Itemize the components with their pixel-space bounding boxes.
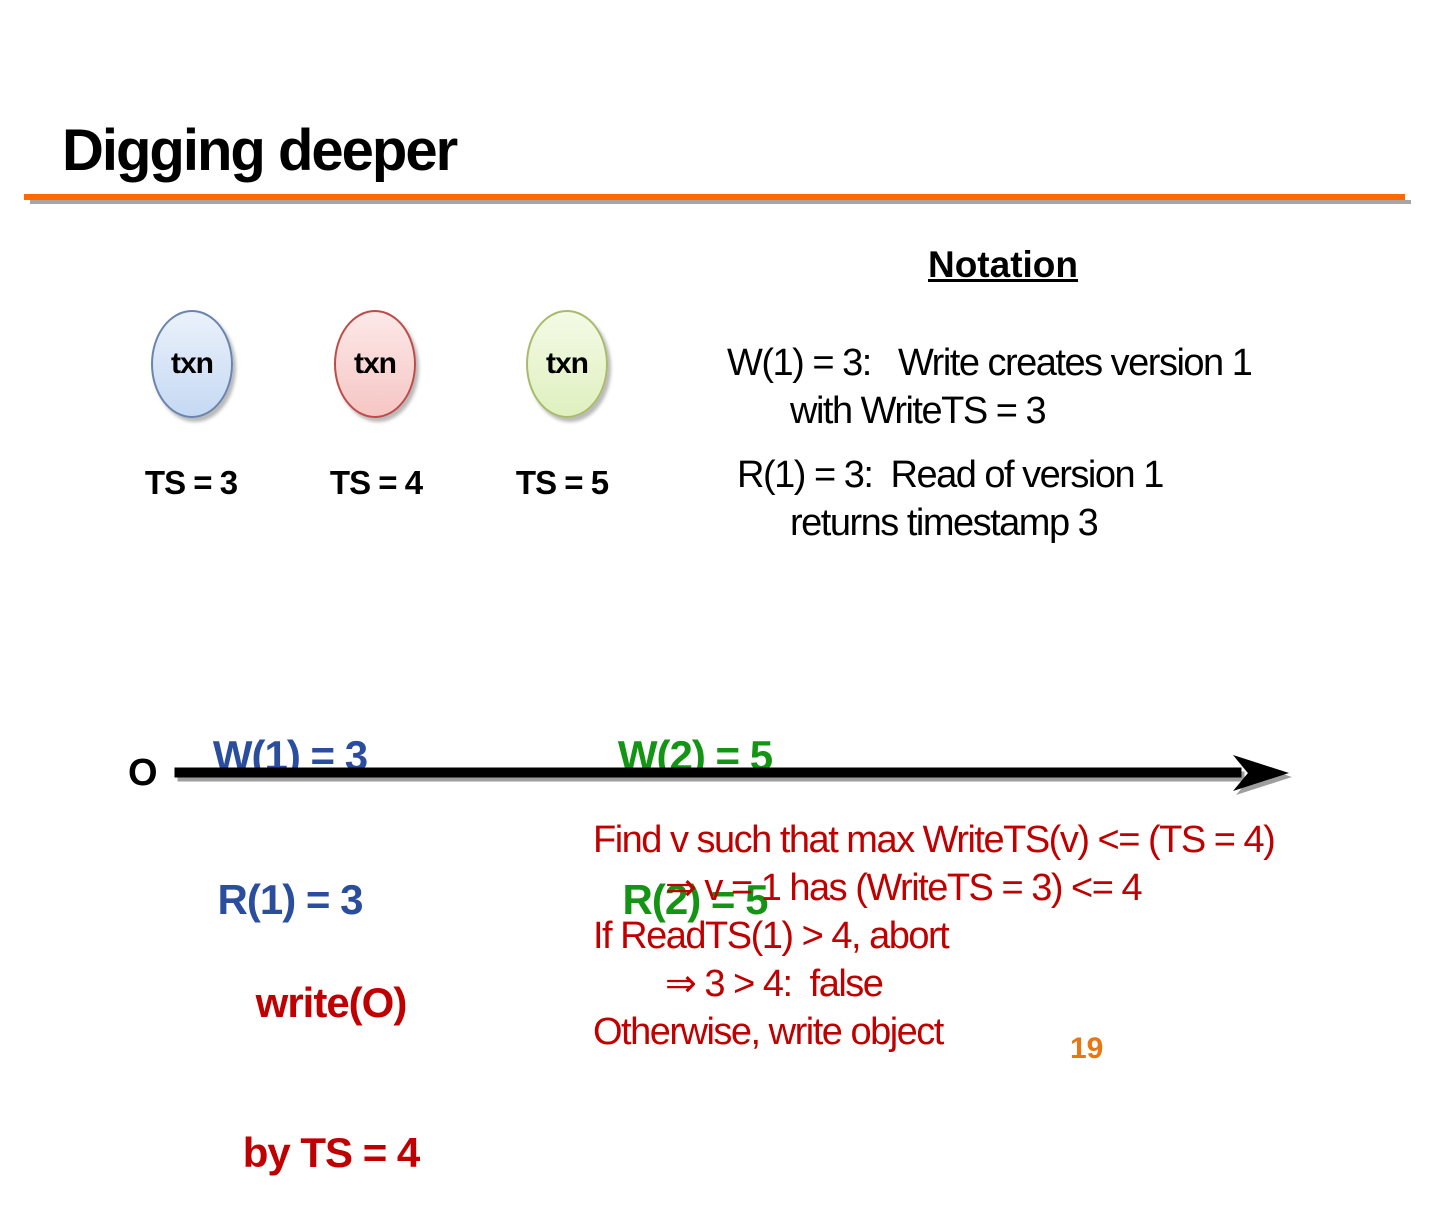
txn-ellipse-ts3: txn [151,310,233,418]
write-attempt-labels: write(O) by TS = 4 [211,878,451,1228]
txn-ellipse-ts4: txn [334,310,416,418]
notation-line-read: R(1) = 3: Read of version 1 [737,454,1164,496]
slide-title: Digging deeper [62,117,458,183]
algorithm-line: Find v such that max WriteTS(v) <= (TS =… [593,819,1276,861]
algorithm-line: If ReadTS(1) > 4, abort [593,915,950,957]
algorithm-line: Otherwise, write object [593,1011,944,1053]
write-attempt-line1: write(O) [255,979,408,1026]
timeline-arrow-icon [174,755,1292,795]
algorithm-line-implication: ⇒ v = 1 has (WriteTS = 3) <= 4 [665,867,1143,909]
txn-label: txn [354,347,397,380]
ts-label-5: TS = 5 [515,464,609,501]
txn-label: txn [171,347,214,380]
algorithm-line-implication: ⇒ 3 > 4: false [665,963,884,1005]
txn-label: txn [546,347,589,380]
page-number: 19 [1070,1032,1104,1065]
version2-read-label: R(2) = 5 [622,876,769,923]
notation-heading: Notation [927,244,1079,285]
write-attempt-line2: by TS = 4 [242,1129,421,1176]
title-rule [24,194,1405,200]
notation-line-write: W(1) = 3: Write creates version 1 [727,342,1253,384]
title-rule-shadow [30,200,1411,204]
ts-label-3: TS = 3 [144,464,238,501]
notation-line-write-cont: with WriteTS = 3 [790,390,1047,432]
object-label: O [128,752,158,794]
version1-read-label: R(1) = 3 [217,876,364,923]
notation-line-read-cont: returns timestamp 3 [790,502,1099,544]
ts-label-4: TS = 4 [329,464,423,501]
write-rule-algorithm: Find v such that max WriteTS(v) <= (TS =… [593,816,1276,1056]
version1-labels: W(1) = 3 R(1) = 3 [170,636,410,972]
txn-ellipse-ts5: txn [526,310,608,418]
